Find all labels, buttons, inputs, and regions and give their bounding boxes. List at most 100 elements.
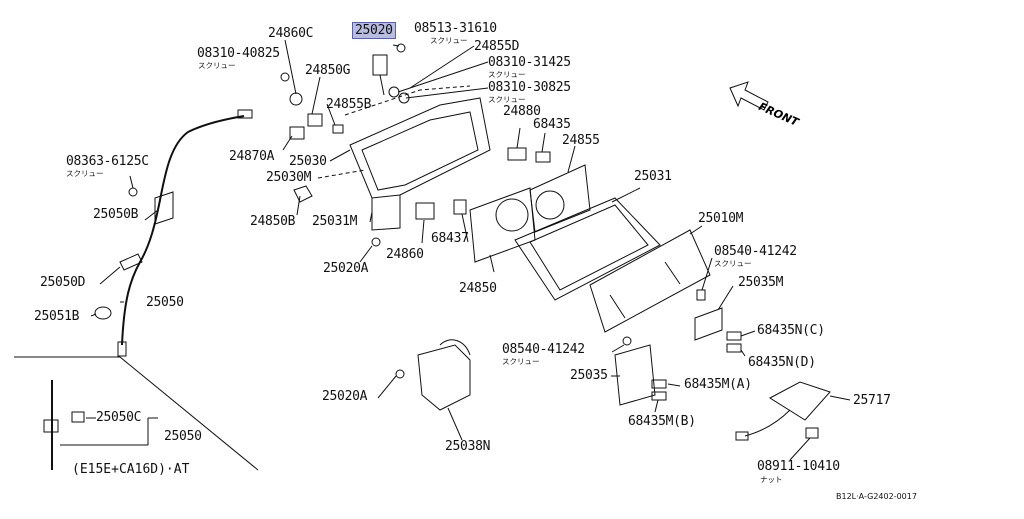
leader: [284, 39, 297, 95]
leader: [489, 254, 495, 273]
leader: [326, 103, 336, 126]
label-25050[interactable]: 25050: [146, 295, 184, 310]
leader: [516, 127, 521, 149]
part-24880: [507, 147, 527, 161]
leader: [689, 225, 703, 235]
label-08363-6125C[interactable]: 08363-6125C: [66, 154, 149, 169]
screw-08513: [396, 43, 406, 53]
label-25051B[interactable]: 25051B: [34, 309, 80, 324]
label-24860[interactable]: 24860: [386, 247, 424, 262]
label-08911-10410[interactable]: 08911-10410: [757, 459, 840, 474]
front-arrow-icon: [729, 81, 769, 111]
label-25717[interactable]: 25717: [853, 393, 891, 408]
inset-border-diagonal: [119, 356, 259, 471]
label-24850B[interactable]: 24850B: [250, 214, 296, 229]
label-24855D[interactable]: 24855D: [474, 39, 520, 54]
label-25030[interactable]: 25030: [289, 154, 327, 169]
nut-08911: [805, 427, 819, 439]
cluster-lid-inner: [529, 204, 649, 291]
label-08513-31610[interactable]: 08513-31610: [414, 21, 497, 36]
label-25030M[interactable]: 25030M: [266, 170, 312, 185]
label-25020[interactable]: 25020: [352, 22, 396, 39]
cluster-housing-25030: [349, 97, 491, 199]
part-24860: [415, 202, 435, 220]
cluster-housing-base: [371, 195, 401, 231]
leader: [717, 285, 734, 311]
bracket-25050B: [154, 191, 174, 225]
tachometer-dial: [535, 190, 565, 220]
sublabel-screw: スクリュー: [488, 95, 526, 104]
label-25035M[interactable]: 25035M: [738, 275, 784, 290]
leader: [99, 266, 121, 285]
label-25050B[interactable]: 25050B: [93, 207, 139, 222]
label-08310-31425[interactable]: 08310-31425: [488, 55, 571, 70]
label-24850G[interactable]: 24850G: [305, 63, 351, 78]
label-24850[interactable]: 24850: [459, 281, 497, 296]
label-24855[interactable]: 24855: [562, 133, 600, 148]
label-08310-30825[interactable]: 08310-30825: [488, 80, 571, 95]
leader: [377, 375, 397, 399]
label-25020A-upper[interactable]: 25020A: [323, 261, 369, 276]
label-25050D[interactable]: 25050D: [40, 275, 86, 290]
lens-25010M: [589, 229, 711, 333]
leader-dashed: [317, 169, 366, 179]
lens-reflection: [609, 294, 626, 319]
reference-code: B12L·A-G2402-0017: [836, 492, 917, 501]
label-68435N-C[interactable]: 68435N(C): [757, 323, 825, 338]
leader: [282, 135, 293, 151]
leader: [329, 149, 351, 162]
sublabel-nut: ナット: [760, 475, 783, 484]
module-25038N: [417, 344, 471, 411]
leader: [397, 61, 489, 93]
label-68435[interactable]: 68435: [533, 117, 571, 132]
label-24860C[interactable]: 24860C: [268, 26, 314, 41]
label-25038N[interactable]: 25038N: [445, 439, 491, 454]
screw-08310-40825: [280, 72, 290, 82]
sublabel-screw: スクリュー: [502, 357, 540, 366]
label-68435M-A[interactable]: 68435M(A): [684, 377, 752, 392]
label-08540-41242-a[interactable]: 08540-41242: [714, 244, 797, 259]
leader: [829, 395, 851, 401]
speedometer-cable: [121, 115, 245, 346]
grommet-25051B: [94, 306, 112, 320]
connector-25020: [372, 54, 388, 76]
leader: [701, 257, 713, 291]
label-08540-41242-b[interactable]: 08540-41242: [502, 342, 585, 357]
highlighted-part-number[interactable]: 25020: [352, 22, 396, 39]
label-68435N-D[interactable]: 68435N(D): [748, 355, 816, 370]
label-plate-68435MB: [651, 391, 667, 401]
socket-24860C: [289, 92, 303, 106]
leader: [789, 437, 811, 461]
label-24855B[interactable]: 24855B: [326, 97, 372, 112]
label-24880[interactable]: 24880: [503, 104, 541, 119]
label-68437[interactable]: 68437: [431, 231, 469, 246]
cable-end-upper: [237, 109, 253, 119]
leader: [129, 175, 134, 189]
label-24870A[interactable]: 24870A: [229, 149, 275, 164]
leader: [359, 245, 373, 263]
leader: [311, 76, 321, 115]
label-25050C[interactable]: 25050C: [96, 410, 142, 425]
speedometer-dial: [495, 198, 529, 232]
label-25031M[interactable]: 25031M: [312, 214, 358, 229]
leader: [409, 45, 475, 89]
label-25035[interactable]: 25035: [570, 368, 608, 383]
bulb-24855B: [332, 124, 344, 134]
label-25050-inset[interactable]: 25050: [164, 429, 202, 444]
cable-end-lower: [117, 341, 127, 357]
socket-24850G: [307, 113, 323, 127]
label-08310-40825[interactable]: 08310-40825: [197, 46, 280, 61]
inset-cable-socket: [43, 419, 59, 433]
unit-25717: [769, 381, 831, 421]
label-25010M[interactable]: 25010M: [698, 211, 744, 226]
unit-25717-connector: [735, 431, 749, 441]
leader: [369, 211, 373, 223]
label-25031[interactable]: 25031: [634, 169, 672, 184]
leader: [611, 344, 625, 353]
label-25020A-lower[interactable]: 25020A: [322, 389, 368, 404]
bracket-25035M: [694, 307, 723, 341]
label-plate-68435MA: [651, 379, 667, 389]
label-68435M-B[interactable]: 68435M(B): [628, 414, 696, 429]
